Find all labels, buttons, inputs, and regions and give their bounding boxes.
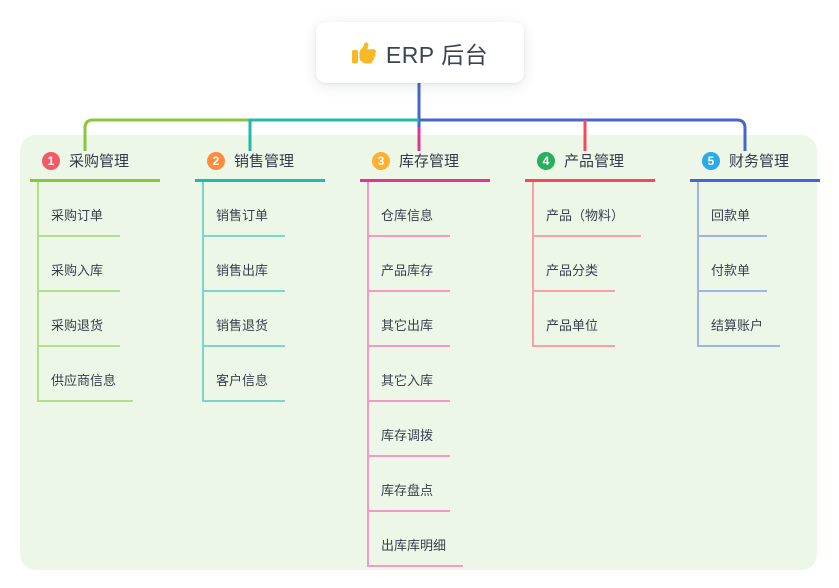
branches-panel (20, 135, 817, 570)
child-node: 产品分类 (525, 237, 675, 292)
branch-number-badge: 3 (372, 151, 390, 170)
branch-product: 4 产品管理产品（物料） 产品分类产品单位 (525, 150, 675, 347)
branch-header-purchase: 1 采购管理 (30, 150, 160, 182)
branch-label: 销售管理 (234, 153, 295, 170)
thumbs-up-icon (351, 41, 376, 63)
child-node-label: 付款单 (697, 260, 768, 292)
child-node: 付款单 (690, 237, 839, 292)
child-node-label: 采购退货 (37, 315, 121, 347)
branch-number-badge: 5 (702, 151, 720, 170)
child-node-label: 客户信息 (202, 370, 286, 402)
child-node: 库存调拨 (360, 402, 510, 457)
child-node: 采购退货 (30, 292, 180, 347)
child-node: 产品库存 (360, 237, 510, 292)
branch-finance: 5 财务管理回款单付款单结算账户 (690, 150, 839, 347)
child-node-label: 出库库明细 (367, 535, 464, 567)
branch-number-badge: 4 (537, 151, 555, 170)
child-node: 仓库信息 (360, 182, 510, 237)
child-node-label: 其它入库 (367, 370, 451, 402)
child-node-label: 采购订单 (37, 205, 121, 237)
branch-children: 产品（物料） 产品分类产品单位 (525, 182, 675, 347)
child-node-label: 产品（物料） (532, 205, 642, 237)
child-node: 回款单 (690, 182, 839, 237)
child-node: 其它出库 (360, 292, 510, 347)
child-node-label: 销售退货 (202, 315, 286, 347)
branch-inventory: 3 库存管理仓库信息产品库存其它出库其它入库库存调拨库存盘点出库库明细 (360, 150, 510, 567)
branch-label: 库存管理 (399, 153, 460, 170)
branch-label: 产品管理 (564, 153, 625, 170)
branch-children: 销售订单销售出库销售退货客户信息 (195, 182, 345, 402)
child-node: 销售退货 (195, 292, 345, 347)
child-node-label: 产品库存 (367, 260, 451, 292)
child-node-label: 结算账户 (697, 315, 781, 347)
child-node: 采购订单 (30, 182, 180, 237)
child-node: 产品单位 (525, 292, 675, 347)
child-node: 库存盘点 (360, 457, 510, 512)
child-node-label: 产品单位 (532, 315, 616, 347)
branch-label: 财务管理 (729, 153, 790, 170)
child-node-label: 产品分类 (532, 260, 616, 292)
thumbs-up-glyph (351, 41, 376, 63)
branch-header-sales: 2 销售管理 (195, 150, 325, 182)
child-node-label: 供应商信息 (37, 370, 134, 402)
child-node-label: 回款单 (697, 205, 768, 237)
child-node-label: 销售订单 (202, 205, 286, 237)
branch-children: 回款单付款单结算账户 (690, 182, 839, 347)
child-node-label: 库存盘点 (367, 480, 451, 512)
child-node: 销售出库 (195, 237, 345, 292)
branch-children: 采购订单采购入库采购退货供应商信息 (30, 182, 180, 402)
root-node-title: ERP 后台 (385, 41, 489, 68)
child-node: 供应商信息 (30, 347, 180, 402)
child-node: 采购入库 (30, 237, 180, 292)
child-node-label: 采购入库 (37, 260, 121, 292)
child-node-label: 仓库信息 (367, 205, 451, 237)
child-node: 产品（物料） (525, 182, 675, 237)
child-node: 结算账户 (690, 292, 839, 347)
child-node: 客户信息 (195, 347, 345, 402)
root-node-erp: ERP 后台 (316, 22, 524, 83)
branch-header-product: 4 产品管理 (525, 150, 655, 182)
branch-label: 采购管理 (69, 153, 130, 170)
child-node-label: 销售出库 (202, 260, 286, 292)
child-node-label: 库存调拨 (367, 425, 451, 457)
child-node: 其它入库 (360, 347, 510, 402)
child-node: 销售订单 (195, 182, 345, 237)
branch-header-finance: 5 财务管理 (690, 150, 820, 182)
branch-purchase: 1 采购管理采购订单采购入库采购退货供应商信息 (30, 150, 180, 402)
child-node-label: 其它出库 (367, 315, 451, 347)
branch-children: 仓库信息产品库存其它出库其它入库库存调拨库存盘点出库库明细 (360, 182, 510, 567)
branch-number-badge: 1 (42, 151, 60, 170)
branch-sales: 2 销售管理销售订单销售出库销售退货客户信息 (195, 150, 345, 402)
branch-number-badge: 2 (207, 151, 225, 170)
child-node: 出库库明细 (360, 512, 510, 567)
branch-header-inventory: 3 库存管理 (360, 150, 490, 182)
